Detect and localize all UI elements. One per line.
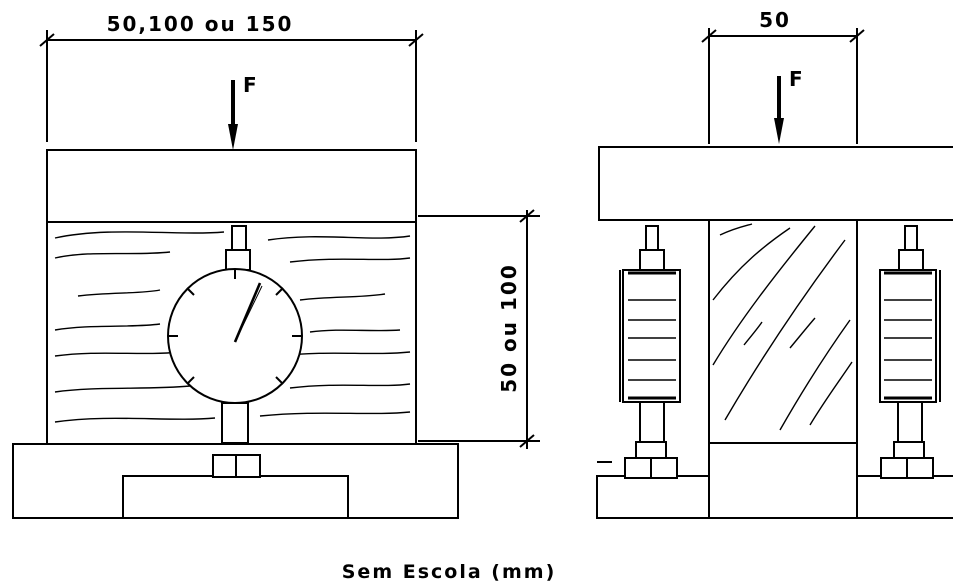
caption: Sem Escola (mm)	[342, 561, 557, 583]
right-wood-specimen	[708, 219, 858, 519]
right-view: 50 F	[596, 8, 953, 519]
right-width-dimension: 50	[701, 8, 865, 144]
right-width-label: 50	[759, 8, 791, 32]
left-loading-platen	[46, 149, 417, 223]
right-gauge-left	[619, 225, 681, 479]
left-force-arrow: F	[228, 73, 257, 150]
left-base	[12, 443, 459, 519]
left-width-dimension: 50,100 ou 150	[39, 12, 424, 142]
left-height-label: 50 ou 100	[497, 263, 521, 392]
right-loading-platen	[598, 146, 953, 221]
left-view: 50,100 ou 150 F	[12, 12, 540, 519]
left-width-label: 50,100 ou 150	[107, 12, 294, 36]
left-force-label: F	[243, 73, 257, 97]
right-force-label: F	[789, 67, 803, 91]
left-height-dimension: 50 ou 100	[418, 209, 540, 449]
right-force-arrow: F	[774, 67, 803, 144]
right-gauge-right	[879, 225, 941, 479]
